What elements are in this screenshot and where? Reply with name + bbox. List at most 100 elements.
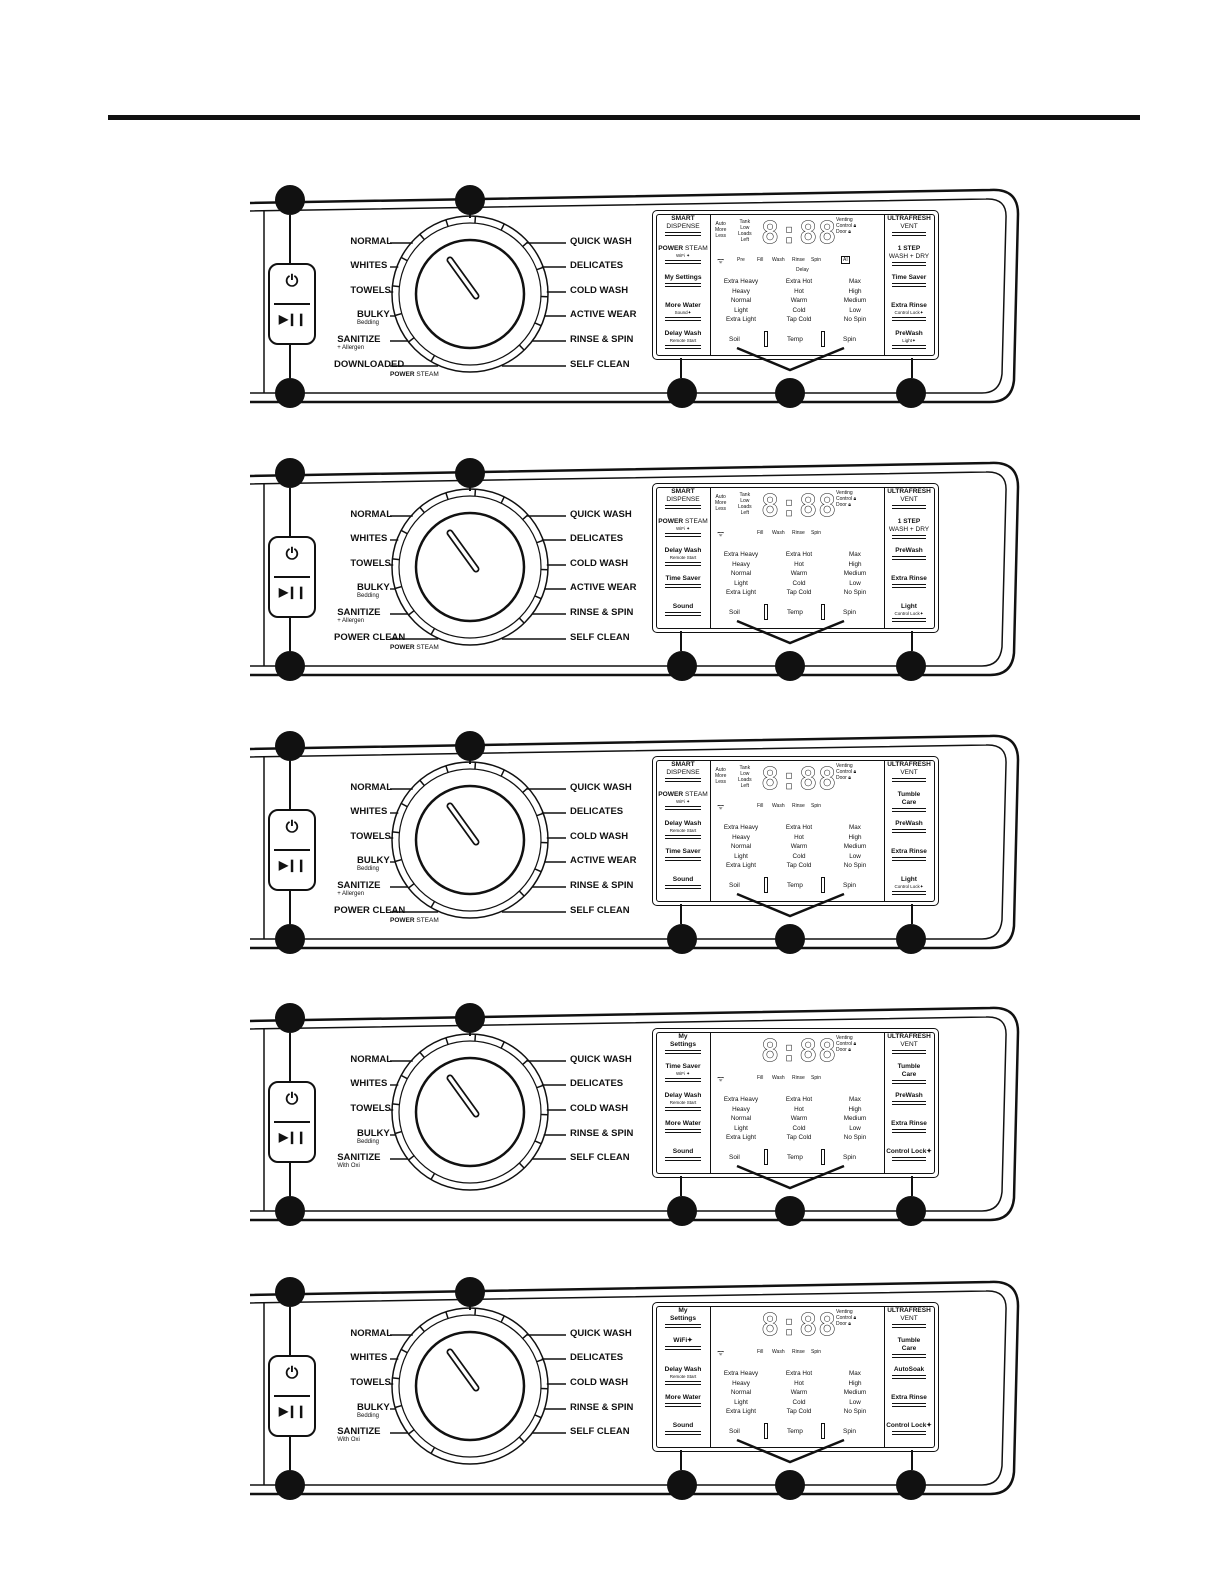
power-start-buttons[interactable]: ⏻ ▶❙❙ [268,1081,316,1163]
option-touch-bar[interactable] [665,232,701,236]
cycle-label-right[interactable]: DELICATES [570,260,624,271]
option-touch-bar[interactable] [665,1381,701,1385]
cycle-label-right[interactable]: SELF CLEAN [570,905,630,916]
option-touch-bar[interactable] [665,1107,701,1111]
cycle-label-left[interactable]: WHITES [350,1353,387,1363]
cycle-label-right[interactable]: RINSE & SPIN [570,1402,634,1413]
play-pause-icon[interactable]: ▶❙❙ [278,1130,306,1144]
power-start-buttons[interactable]: ⏻▶❙❙ [268,809,316,891]
cycle-label-left[interactable]: NORMAL [350,1329,392,1339]
cycle-label-left[interactable]: SANITIZE+ Allergen [337,881,380,898]
selector-temp[interactable]: Temp [787,609,803,616]
option-button-left[interactable]: Sound [656,1148,710,1161]
option-touch-bar[interactable] [665,1324,701,1328]
cycle-label-left[interactable]: NORMAL [350,237,392,247]
selector-spin[interactable]: Spin [843,336,857,343]
play-pause-icon[interactable]: ▶❙❙ [278,1404,306,1418]
cycle-label-left[interactable]: WHITES [350,261,387,271]
option-button-right[interactable]: PreWash [884,820,934,833]
selector-spin[interactable]: Spin [843,1428,857,1435]
power-icon[interactable]: ⏻ [285,546,299,563]
cycle-label-right[interactable]: COLD WASH [570,285,629,296]
selector-soil[interactable]: Soil [729,882,740,889]
option-touch-bar[interactable] [892,283,926,287]
option-button-left[interactable]: Sound [656,603,710,616]
option-button-left[interactable]: Sound [656,876,710,889]
option-touch-bar[interactable] [665,885,701,889]
cycle-label-left[interactable]: NORMAL [350,1055,392,1065]
cycle-label-right[interactable]: QUICK WASH [570,782,632,793]
option-touch-bar[interactable] [665,317,701,321]
selector-spin[interactable]: Spin [843,1154,857,1161]
option-button-left[interactable]: Time Saver [656,848,710,861]
option-button-right[interactable]: Extra Rinse [884,1394,934,1407]
option-button-right[interactable]: PreWash [884,547,934,560]
option-touch-bar[interactable] [665,1157,701,1161]
option-touch-bar[interactable] [892,1101,926,1105]
cycle-label-right[interactable]: QUICK WASH [570,236,632,247]
cycle-label-left[interactable]: SANITIZE+ Allergen [337,335,380,352]
option-touch-bar[interactable] [892,345,926,349]
option-touch-bar[interactable] [892,857,926,861]
cycle-label-right[interactable]: COLD WASH [570,1377,629,1388]
option-touch-bar[interactable] [665,533,701,537]
cycle-label-left[interactable]: TOWELS [350,1378,390,1388]
cycle-label-right[interactable]: QUICK WASH [570,1054,632,1065]
power-start-buttons[interactable]: ⏻▶❙❙ [268,263,316,345]
selector-soil[interactable]: Soil [729,1428,740,1435]
option-touch-bar[interactable] [665,1050,701,1054]
power-start-buttons[interactable]: ⏻ ▶❙❙ [268,1355,316,1437]
power-start-buttons[interactable]: ⏻▶❙❙ [268,536,316,618]
cycle-label-left[interactable]: SANITIZE+ Allergen [337,608,380,625]
cycle-label-left[interactable]: POWER CLEAN [334,906,405,916]
option-touch-bar[interactable] [665,806,701,810]
cycle-label-left[interactable]: WHITES [350,1079,387,1089]
cycle-label-right[interactable]: COLD WASH [570,1103,629,1114]
option-touch-bar[interactable] [665,857,701,861]
selector-temp[interactable]: Temp [787,1428,803,1435]
power-icon[interactable]: ⏻ [285,1091,299,1108]
cycle-label-left[interactable]: DOWNLOADED [334,360,404,370]
option-touch-bar[interactable] [665,260,701,264]
selector-temp[interactable]: Temp [787,882,803,889]
option-button-left[interactable]: Sound [656,1422,710,1435]
selector-soil[interactable]: Soil [729,1154,740,1161]
option-touch-bar[interactable] [892,1080,926,1084]
option-touch-bar[interactable] [892,778,926,782]
power-icon[interactable]: ⏻ [285,1365,299,1382]
option-touch-bar[interactable] [892,262,926,266]
cycle-label-left[interactable]: WHITES [350,534,387,544]
option-button-left[interactable]: More Water [656,1120,710,1133]
option-button-right[interactable]: Time Saver [884,274,934,287]
option-touch-bar[interactable] [665,562,701,566]
power-icon[interactable]: ⏻ [285,819,299,836]
cycle-label-right[interactable]: SELF CLEAN [570,359,630,370]
cycle-label-left[interactable]: TOWELS [350,832,390,842]
option-button-right[interactable]: Control Lock✦ [884,1148,934,1161]
cycle-label-right[interactable]: RINSE & SPIN [570,880,634,891]
cycle-label-right[interactable]: ACTIVE WEAR [570,582,637,593]
option-button-left[interactable]: Time Saver [656,575,710,588]
selector-temp[interactable]: Temp [787,336,803,343]
